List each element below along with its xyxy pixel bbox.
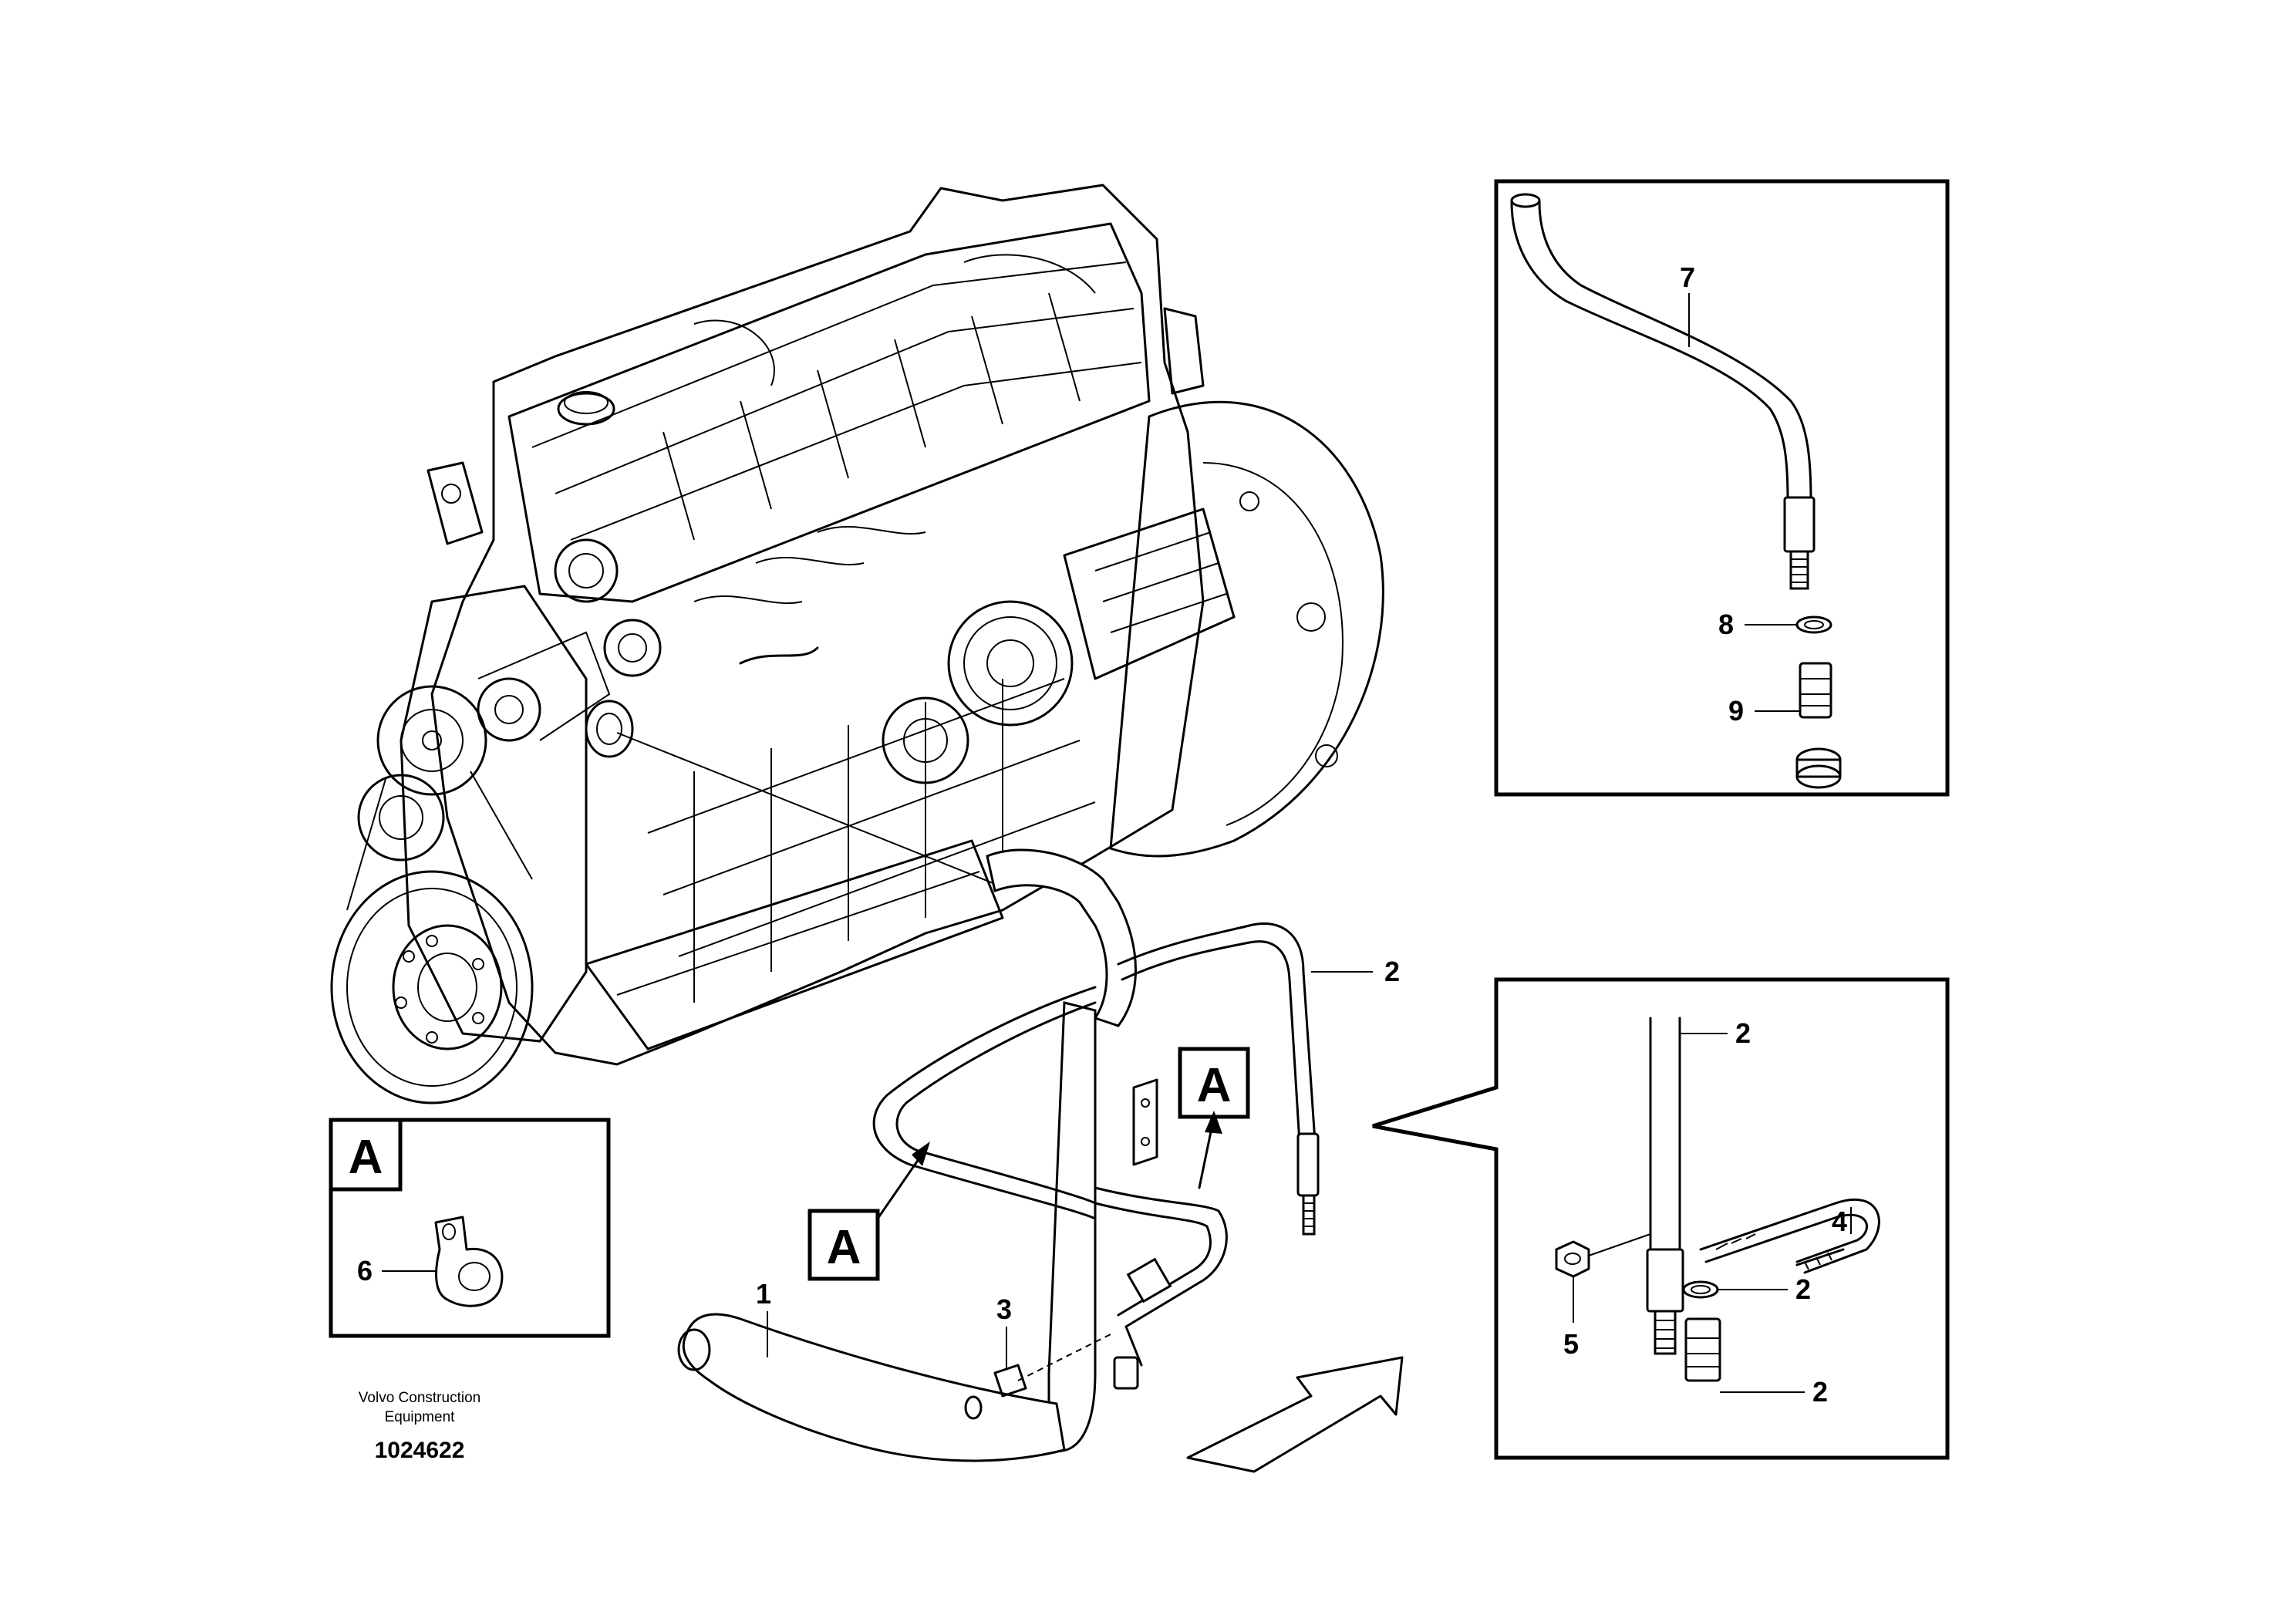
detail-a-box-letter: A [349, 1131, 383, 1184]
view-tag-a-bracket: A [1178, 1047, 1250, 1189]
callout-5: 5 [1563, 1328, 1579, 1360]
view-tag-a-clip-letter: A [827, 1221, 861, 1274]
detail-a-box: A 6 [329, 1118, 611, 1338]
clip-part-6 [434, 1216, 504, 1307]
callout-2-hose: 2 [1735, 1017, 1751, 1049]
hose-assembly [677, 848, 1320, 1462]
callout-9: 9 [1728, 695, 1744, 727]
detail-box-7-8-9: 7 8 9 [1494, 179, 1950, 797]
callout-2-washer: 2 [1795, 1273, 1811, 1305]
maker-line-1: Volvo Construction [359, 1390, 480, 1406]
drawing-number: 1024622 [375, 1438, 465, 1463]
callout-4: 4 [1832, 1206, 1847, 1237]
view-tag-a-bracket-letter: A [1197, 1059, 1232, 1112]
detail-box-2-4-5: 2 4 5 2 2 [1372, 977, 1950, 1460]
engine-illustration [330, 184, 1384, 1104]
callout-6: 6 [357, 1255, 373, 1286]
callout-7: 7 [1680, 261, 1695, 293]
callout-2-main: 2 [1384, 956, 1400, 987]
callout-8: 8 [1718, 609, 1734, 640]
callout-2-nipple: 2 [1812, 1376, 1828, 1408]
view-direction-arrow [1186, 1356, 1404, 1473]
footer-block: Volvo Construction Equipment 1024622 [359, 1390, 480, 1463]
leader-engine-hose [616, 732, 1003, 888]
callout-1: 1 [756, 1278, 771, 1310]
callout-3: 3 [996, 1293, 1012, 1325]
view-tag-a-clip: A [807, 1141, 930, 1281]
maker-line-2: Equipment [385, 1409, 456, 1425]
